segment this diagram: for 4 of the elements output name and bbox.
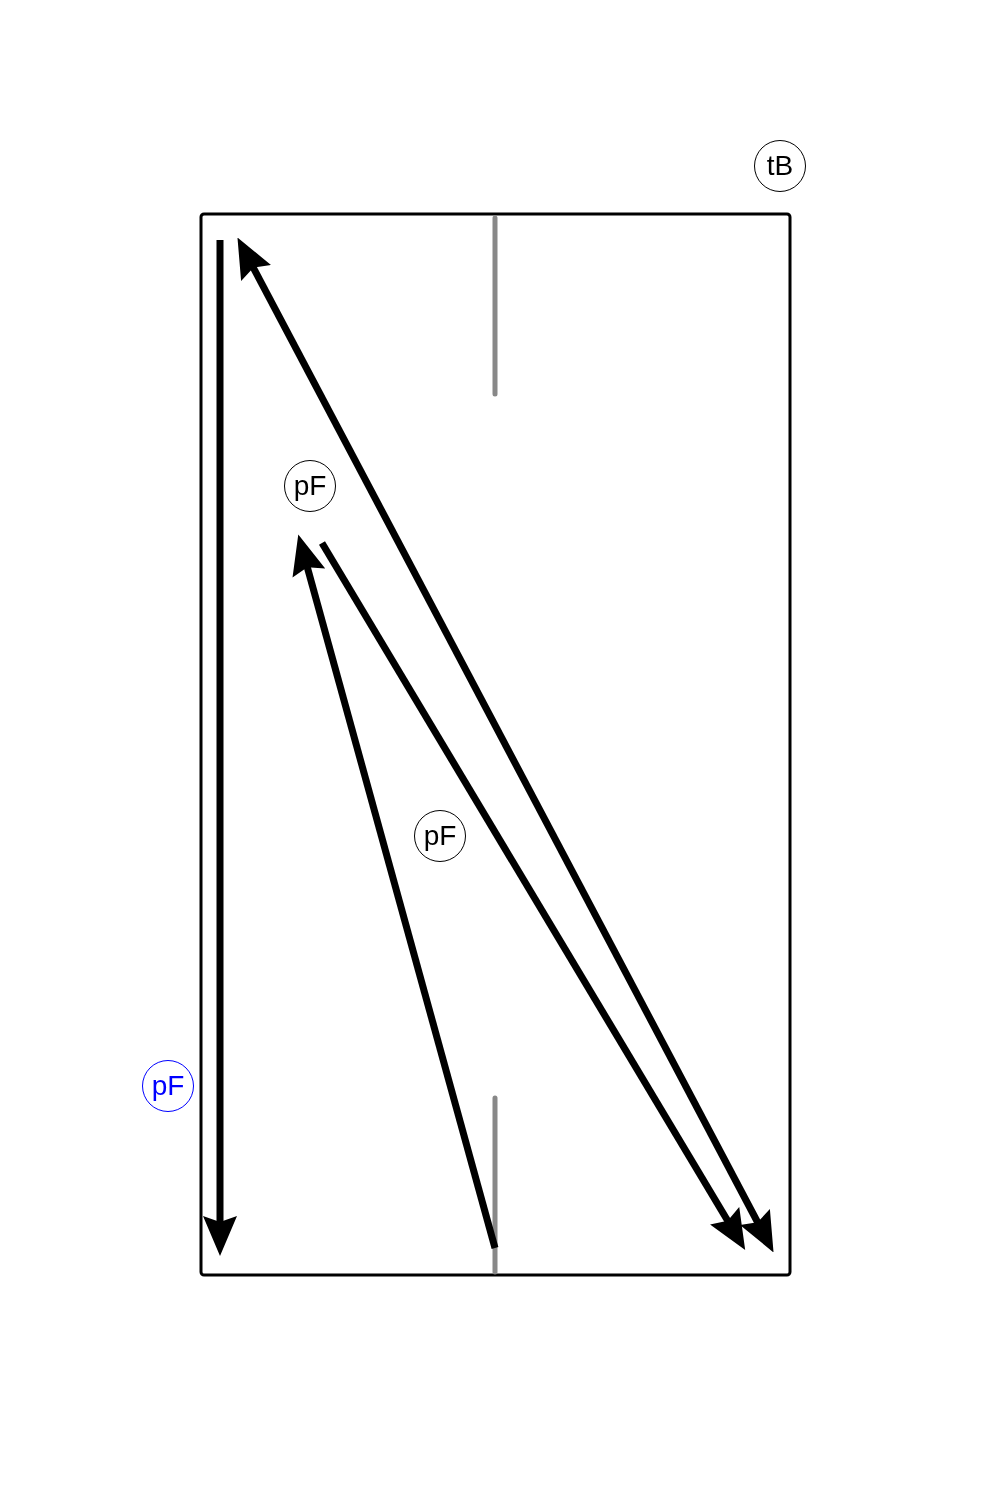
player-marker: tB [754, 140, 806, 192]
player-marker: pF [284, 460, 336, 512]
player-marker: pF [414, 810, 466, 862]
player-marker: pF [142, 1060, 194, 1112]
